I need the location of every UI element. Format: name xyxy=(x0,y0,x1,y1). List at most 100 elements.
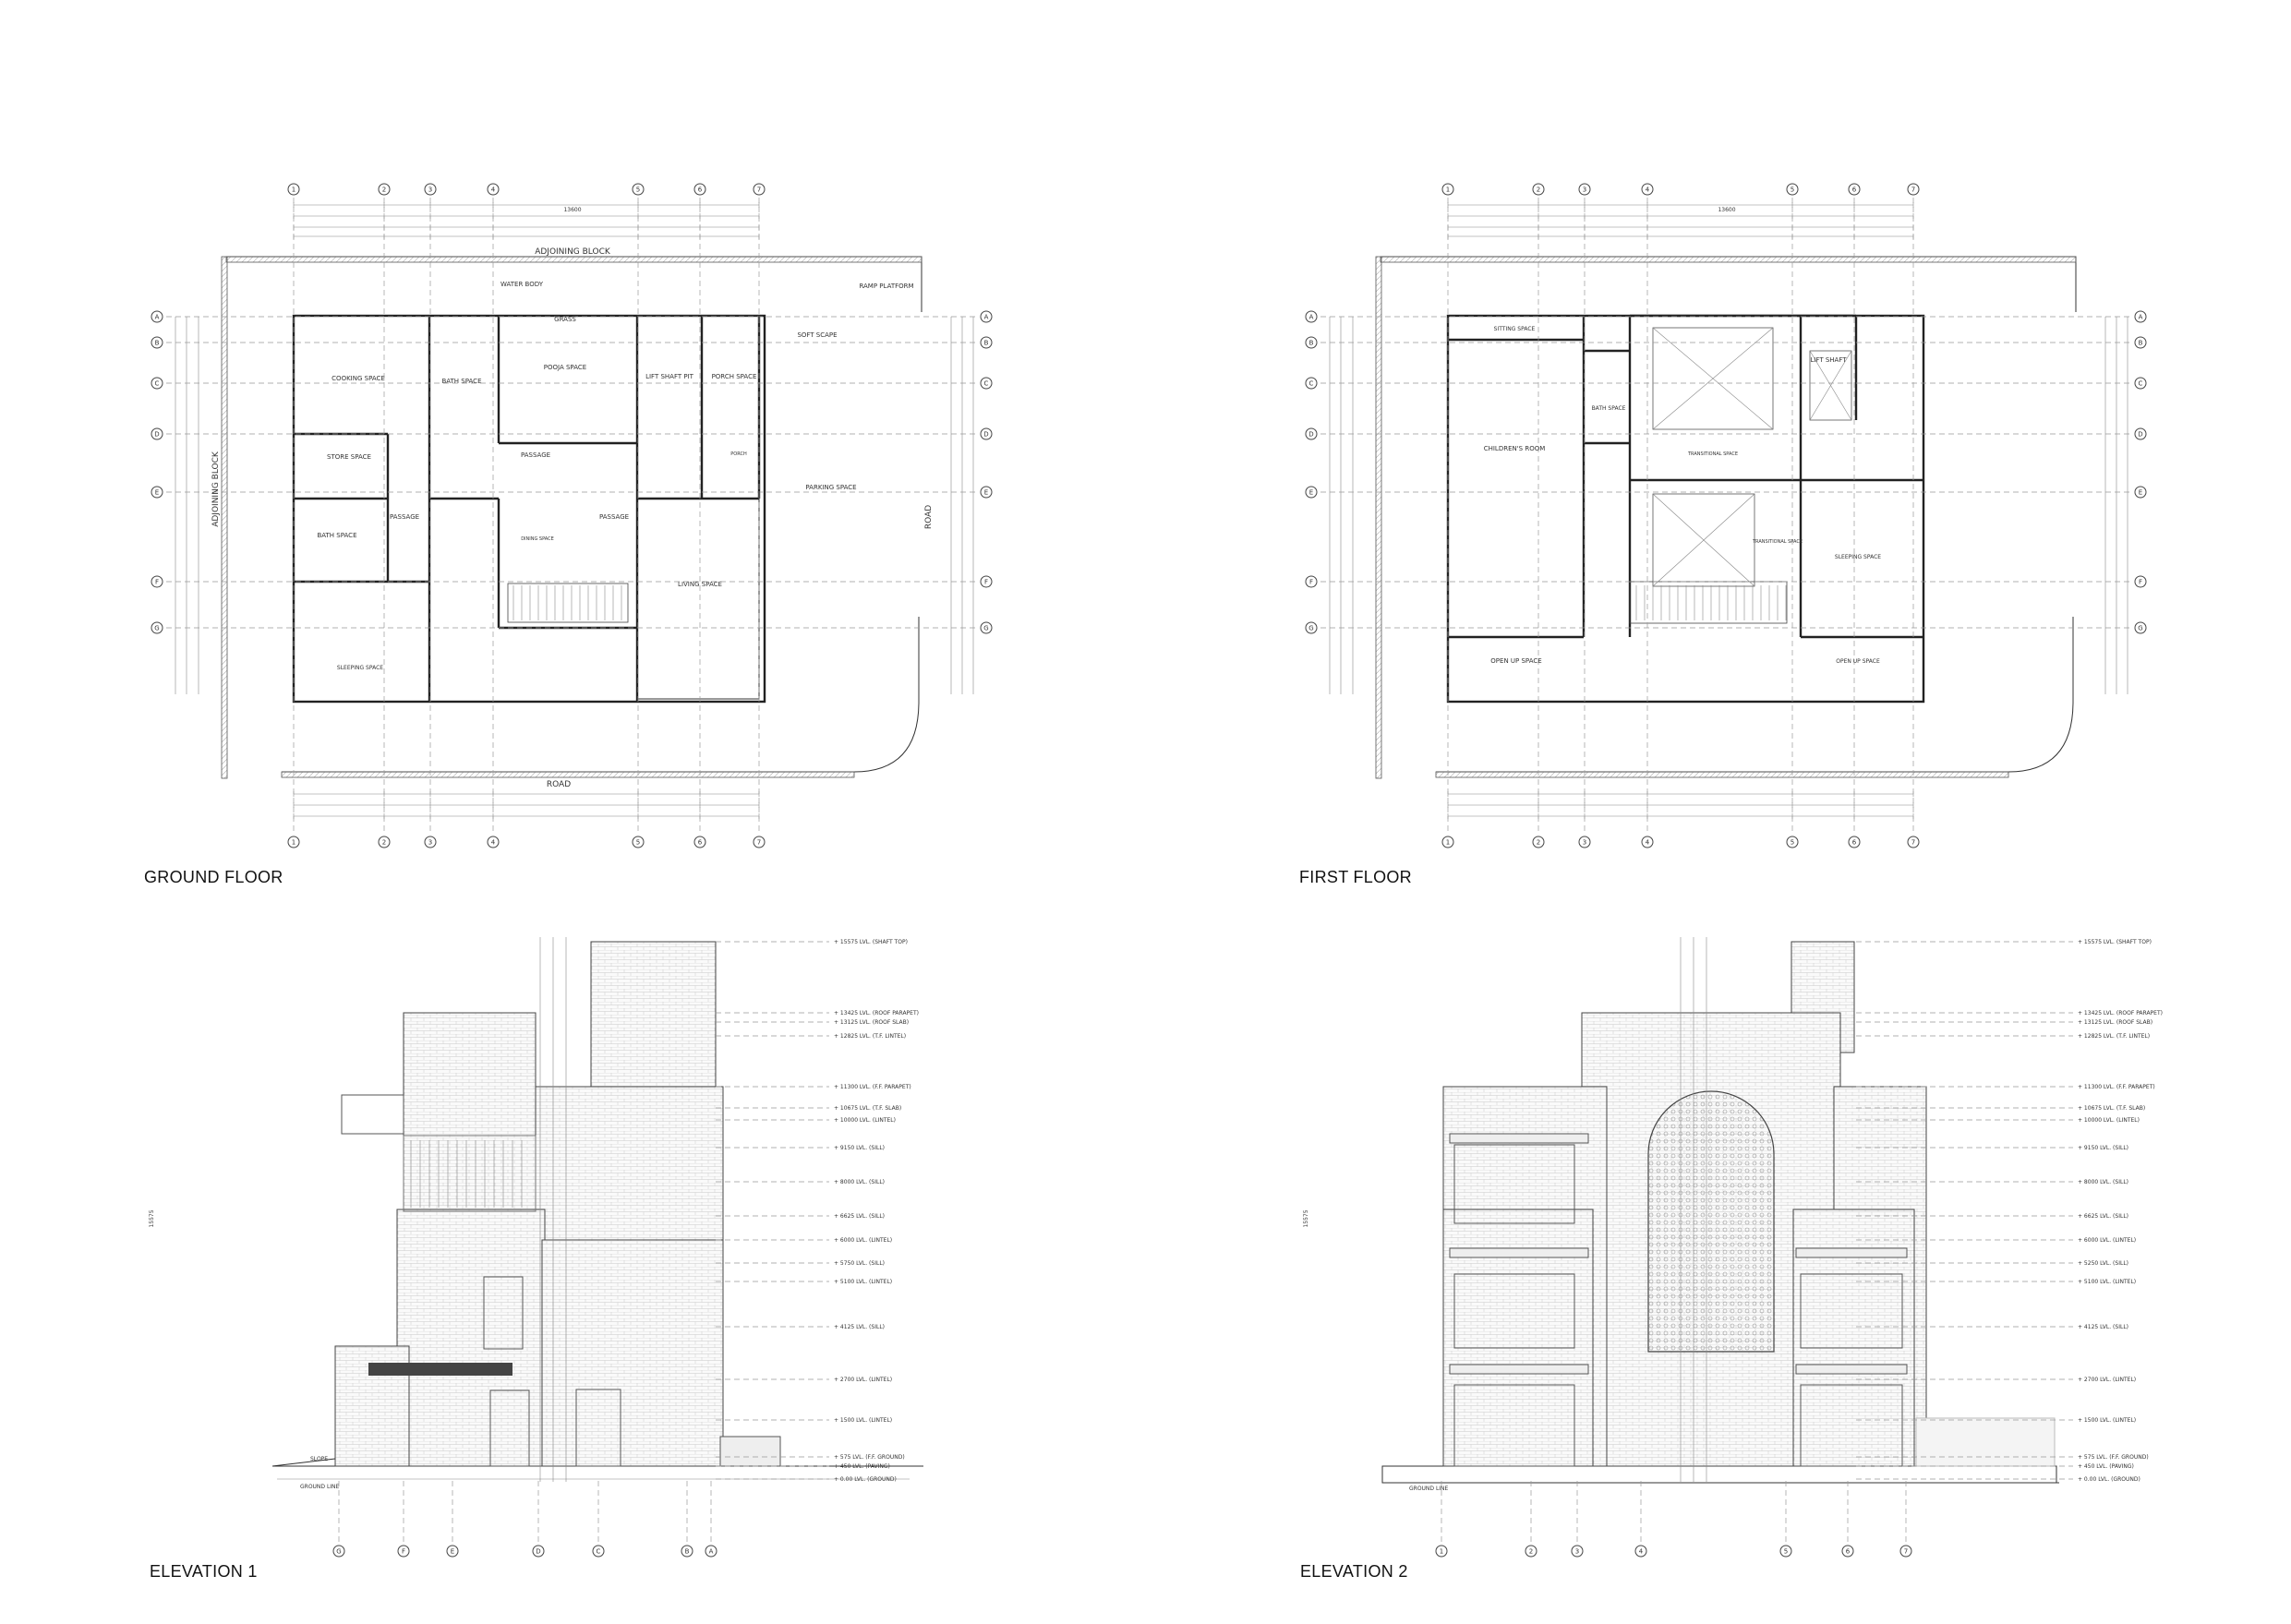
grid-bubble-row xyxy=(151,427,163,440)
grid-bubble-row xyxy=(151,575,163,588)
grid-bubble-col xyxy=(287,836,300,848)
level-mark-label: + 8000 LVL. (SILL) xyxy=(2078,1179,2128,1185)
grid-bubble-row-label: D xyxy=(1308,431,1313,439)
grid-bubble-col xyxy=(487,183,500,196)
grid-bubble-col-label: 3 xyxy=(428,186,432,194)
room-label: BATH SPACE xyxy=(317,532,356,539)
grid-bubble-col xyxy=(1578,836,1591,848)
room-label: LIFT SHAFT xyxy=(1810,356,1847,364)
grid-bubble-col-label: 6 xyxy=(698,839,703,847)
grid-bubble-col xyxy=(1641,183,1654,196)
grid-bubble-row-label: D xyxy=(983,431,988,439)
grid-bubble-col xyxy=(753,183,766,196)
grid-bubble-row-label: D xyxy=(154,431,159,439)
level-mark-label: + 12825 LVL. (T.F. LINTEL) xyxy=(2078,1033,2150,1040)
level-mark-label: + 6625 LVL. (SILL) xyxy=(834,1213,885,1220)
room-label: PORCH xyxy=(730,451,747,457)
level-mark-label: + 6625 LVL. (SILL) xyxy=(2078,1213,2128,1220)
level-mark-label: + 10000 LVL. (LINTEL) xyxy=(2078,1117,2140,1124)
level-mark-label: + 5100 LVL. (LINTEL) xyxy=(834,1279,892,1285)
level-mark-label: + 450 LVL. (PAVING) xyxy=(2078,1463,2134,1470)
grid-bubble-col-label: 7 xyxy=(757,186,761,194)
grid-bubble-col-label: 5 xyxy=(636,186,640,194)
level-mark-label: + 11300 LVL. (F.F. PARAPET) xyxy=(834,1084,911,1090)
grid-bubble xyxy=(592,1545,605,1558)
grid-bubble-col xyxy=(632,183,645,196)
grid-bubble-row-label: G xyxy=(1308,625,1313,632)
road-bottom-label: ROAD xyxy=(547,780,571,789)
level-mark-label: + 1500 LVL. (LINTEL) xyxy=(2078,1417,2136,1424)
grid-bubble-row xyxy=(151,377,163,390)
grid-bubble-col xyxy=(632,836,645,848)
grid-bubble-col-label: 6 xyxy=(1852,186,1857,194)
room-label: WATER BODY xyxy=(500,281,544,288)
grid-bubble-row-label: C xyxy=(2139,380,2143,388)
grid-bubble-label: 6 xyxy=(1846,1548,1851,1556)
room-label: CHILDREN'S ROOM xyxy=(1484,445,1546,452)
grid-bubble-row-label: C xyxy=(984,380,989,388)
grid-bubble-col xyxy=(753,836,766,848)
grid-bubble-col xyxy=(487,836,500,848)
level-mark-label: + 8000 LVL. (SILL) xyxy=(834,1179,885,1185)
grid-bubble-row xyxy=(980,336,993,349)
grid-bubble-row xyxy=(151,310,163,323)
room-label: DINING SPACE xyxy=(521,536,554,542)
grid-bubble-col xyxy=(1907,183,1920,196)
grid-bubble-row xyxy=(1305,336,1318,349)
grid-bubble-row xyxy=(980,575,993,588)
grid-bubble xyxy=(1634,1545,1647,1558)
grid-bubble-row-label: F xyxy=(984,579,988,586)
grid-bubble-row xyxy=(980,621,993,634)
room-label: PASSAGE xyxy=(599,513,629,521)
grid-bubble-col-label: 4 xyxy=(1646,839,1650,847)
grid-bubble-row-label: C xyxy=(1309,380,1314,388)
level-mark-label: + 9150 LVL. (SILL) xyxy=(2078,1145,2128,1151)
grid-bubble-col xyxy=(424,183,437,196)
grid-bubble-row xyxy=(1305,486,1318,499)
grid-bubble-row xyxy=(1305,310,1318,323)
elevation-2-drawing: + 15575 LVL. (SHAFT TOP)+ 13425 LVL. (RO… xyxy=(1303,937,2163,1558)
grid-bubble-col-label: 7 xyxy=(1911,186,1915,194)
grid-bubble xyxy=(1841,1545,1854,1558)
level-mark-label: + 2700 LVL. (LINTEL) xyxy=(834,1377,892,1383)
grid-bubble-row xyxy=(1305,621,1318,634)
grid-bubble-col-label: 1 xyxy=(1446,186,1450,194)
elevation-1-total-height: 15575 xyxy=(149,1209,155,1227)
grid-bubble xyxy=(397,1545,410,1558)
grid-bubble-col xyxy=(1907,836,1920,848)
grid-bubble-label: A xyxy=(709,1548,714,1556)
grid-bubble-col xyxy=(1786,836,1799,848)
grid-bubble-label: B xyxy=(685,1548,690,1556)
grid-bubble-col xyxy=(378,836,391,848)
grid-bubble-row-label: E xyxy=(2139,489,2142,497)
level-mark-label: + 2700 LVL. (LINTEL) xyxy=(2078,1377,2136,1383)
grid-bubble-row xyxy=(980,427,993,440)
elevation-1-level-marks: + 15575 LVL. (SHAFT TOP)+ 13425 LVL. (RO… xyxy=(539,937,919,1483)
ground-line-label: GROUND LINE xyxy=(300,1484,340,1490)
grid-bubble-label: C xyxy=(597,1548,601,1556)
room-label: OPEN UP SPACE xyxy=(1836,658,1880,665)
grid-bubble-row-label: E xyxy=(984,489,988,497)
grid-bubble-col xyxy=(1641,836,1654,848)
grid-bubble-row-label: E xyxy=(1309,489,1313,497)
grid-bubble-row xyxy=(2134,336,2147,349)
grid-bubble-col-label: 2 xyxy=(1537,186,1540,194)
level-mark-label: + 15575 LVL. (SHAFT TOP) xyxy=(834,939,908,945)
grid-bubble-col-label: 7 xyxy=(1911,839,1915,847)
room-label: OPEN UP SPACE xyxy=(1490,657,1541,665)
level-mark-label: + 9150 LVL. (SILL) xyxy=(834,1145,885,1151)
grid-bubble-col xyxy=(1441,183,1454,196)
grid-bubble-col-label: 5 xyxy=(1791,839,1794,847)
grid-bubble-row xyxy=(980,486,993,499)
slope-label: SLOPE xyxy=(310,1456,328,1462)
room-label: TRANSITIONAL SPACE xyxy=(1752,539,1803,545)
grid-bubble-row xyxy=(2134,486,2147,499)
first-floor-dimensions xyxy=(1329,202,2128,819)
room-label: STORE SPACE xyxy=(327,453,371,461)
grid-bubble-col-label: 1 xyxy=(292,839,295,847)
elevation-1-caption: ELEVATION 1 xyxy=(150,1562,258,1581)
